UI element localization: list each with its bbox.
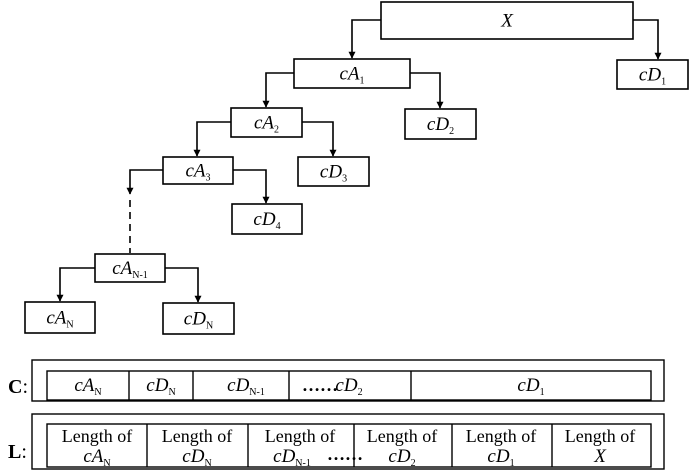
- node-box: [24, 301, 96, 334]
- c-segment-seg-cd1: cD1: [517, 375, 544, 398]
- node-label: cA1: [339, 64, 364, 87]
- node-label: X: [500, 11, 514, 32]
- node-cd2: cD2: [404, 108, 477, 140]
- l-ellipsis: ……: [327, 444, 363, 464]
- node-box: [230, 107, 303, 138]
- node-box: [231, 203, 303, 235]
- arrow-x-to-cd1: [633, 19, 662, 60]
- c-segment-seg-cdn1: cDN-1: [227, 375, 265, 398]
- c-row-outer-frame: [31, 359, 665, 402]
- node-label: cAN: [46, 308, 73, 331]
- arrow-ca1-to-cd2: [410, 72, 444, 109]
- l-cell-prefix: Length of: [466, 426, 536, 446]
- node-label: cA2: [254, 113, 279, 136]
- node-cd3: cD3: [297, 156, 370, 187]
- arrow-ca3-to-cd4: [233, 169, 270, 204]
- node-label: cD1: [639, 65, 666, 88]
- c-segment-seg-cd2: cD2: [335, 375, 362, 398]
- node-label: cD2: [427, 114, 454, 137]
- arrow-can1-to-can: [56, 267, 95, 302]
- coefficient-vector-c: C: cAN cDN cDN-1 cD2 cD1 ……: [8, 359, 665, 402]
- node-label: cA3: [185, 161, 210, 184]
- node-label: cAN-1: [112, 258, 148, 281]
- node-label: cDN: [184, 309, 213, 332]
- node-box: [94, 253, 166, 283]
- tree-connectors: [56, 19, 662, 303]
- node-cd1: cD1: [616, 59, 689, 90]
- node-box: [162, 302, 235, 335]
- node-ca3: cA3: [162, 156, 234, 185]
- c-ellipsis: ……: [302, 375, 338, 395]
- l-cell-value: X: [593, 446, 607, 467]
- l-cell-len-x: Length ofX: [565, 426, 635, 467]
- node-box: [616, 59, 689, 90]
- l-cell-value: cAN: [83, 446, 110, 469]
- arrow-ca1-to-ca2: [262, 72, 294, 108]
- l-row-label: L:: [8, 441, 27, 463]
- arrow-ca2-to-ca3: [193, 121, 231, 157]
- node-label: cD3: [320, 162, 347, 185]
- node-ca2: cA2: [230, 107, 303, 138]
- arrow-ca2-to-cd3: [302, 121, 337, 157]
- c-row-label: C:: [8, 376, 28, 398]
- arrow-x-to-ca1: [348, 19, 381, 59]
- l-cell-prefix: Length of: [565, 426, 635, 446]
- c-segment-seg-can: cAN: [74, 375, 101, 398]
- l-cell-prefix: Length of: [265, 426, 335, 446]
- node-box: [380, 1, 634, 40]
- node-ca1: cA1: [293, 58, 411, 89]
- c-segment-seg-cdn: cDN: [146, 375, 175, 398]
- l-cell-prefix: Length of: [62, 426, 132, 446]
- node-box: [162, 156, 234, 185]
- node-can1: cAN-1: [94, 253, 166, 283]
- c-row-inner-frame: [46, 370, 652, 401]
- node-box: [293, 58, 411, 89]
- node-cd4: cD4: [231, 203, 303, 235]
- l-cell-value: cDN: [182, 446, 211, 469]
- node-box: [297, 156, 370, 187]
- node-box: [404, 108, 477, 140]
- l-cell-value: cD2: [388, 446, 415, 469]
- arrow-ca3-down: [126, 169, 163, 195]
- node-cdn: cDN: [162, 302, 235, 335]
- l-cell-prefix: Length of: [367, 426, 437, 446]
- l-row-outer-frame: [31, 413, 665, 470]
- node-x: X: [380, 1, 634, 40]
- l-cell-value: cDN-1: [273, 446, 311, 469]
- l-cell-prefix: Length of: [162, 426, 232, 446]
- l-row-inner-frame: [46, 423, 652, 468]
- node-can: cAN: [24, 301, 96, 334]
- l-cell-value: cD1: [487, 446, 514, 469]
- node-label: cD4: [253, 209, 280, 232]
- arrow-can1-to-cdn: [165, 267, 202, 303]
